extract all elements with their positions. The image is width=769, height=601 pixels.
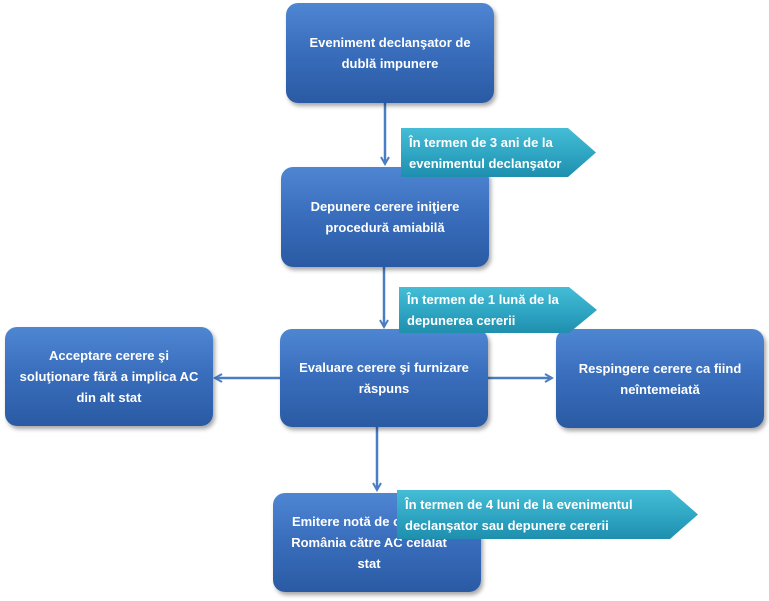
node-request-label: Depunere cerere iniţiere procedură amiab…	[310, 199, 460, 235]
deadline-second-label: În termen de 1 lună de la depunerea cere…	[407, 292, 559, 328]
deadline-third-label: În termen de 4 luni de la evenimentul de…	[405, 496, 633, 533]
deadline-tag-first: În termen de 3 ani de la evenimentul dec…	[401, 128, 596, 177]
node-trigger: Eveniment declanşator de dublă impunere	[286, 3, 494, 103]
node-reject: Respingere cerere ca fiind neîntemeiată	[556, 329, 764, 428]
node-evaluate: Evaluare cerere şi furnizare răspuns	[280, 329, 488, 427]
deadline-tag-second: În termen de 1 lună de la depunerea cere…	[399, 287, 597, 333]
deadline-first-label: În termen de 3 ani de la evenimentul dec…	[409, 134, 562, 171]
node-accept: Acceptare cerere şi soluţionare fără a i…	[5, 327, 213, 426]
node-reject-label: Respingere cerere ca fiind neîntemeiată	[578, 360, 742, 397]
node-notify: Emitere notă de către AC România către A…	[273, 493, 481, 592]
deadline-tag-third: În termen de 4 luni de la evenimentul de…	[397, 490, 698, 539]
node-trigger-label: Eveniment declanşator de dublă impunere	[309, 35, 471, 71]
node-evaluate-label: Evaluare cerere şi furnizare răspuns	[299, 360, 469, 396]
node-accept-label: Acceptare cerere şi soluţionare fără a i…	[19, 348, 199, 405]
node-request: Depunere cerere iniţiere procedură amiab…	[281, 167, 489, 267]
